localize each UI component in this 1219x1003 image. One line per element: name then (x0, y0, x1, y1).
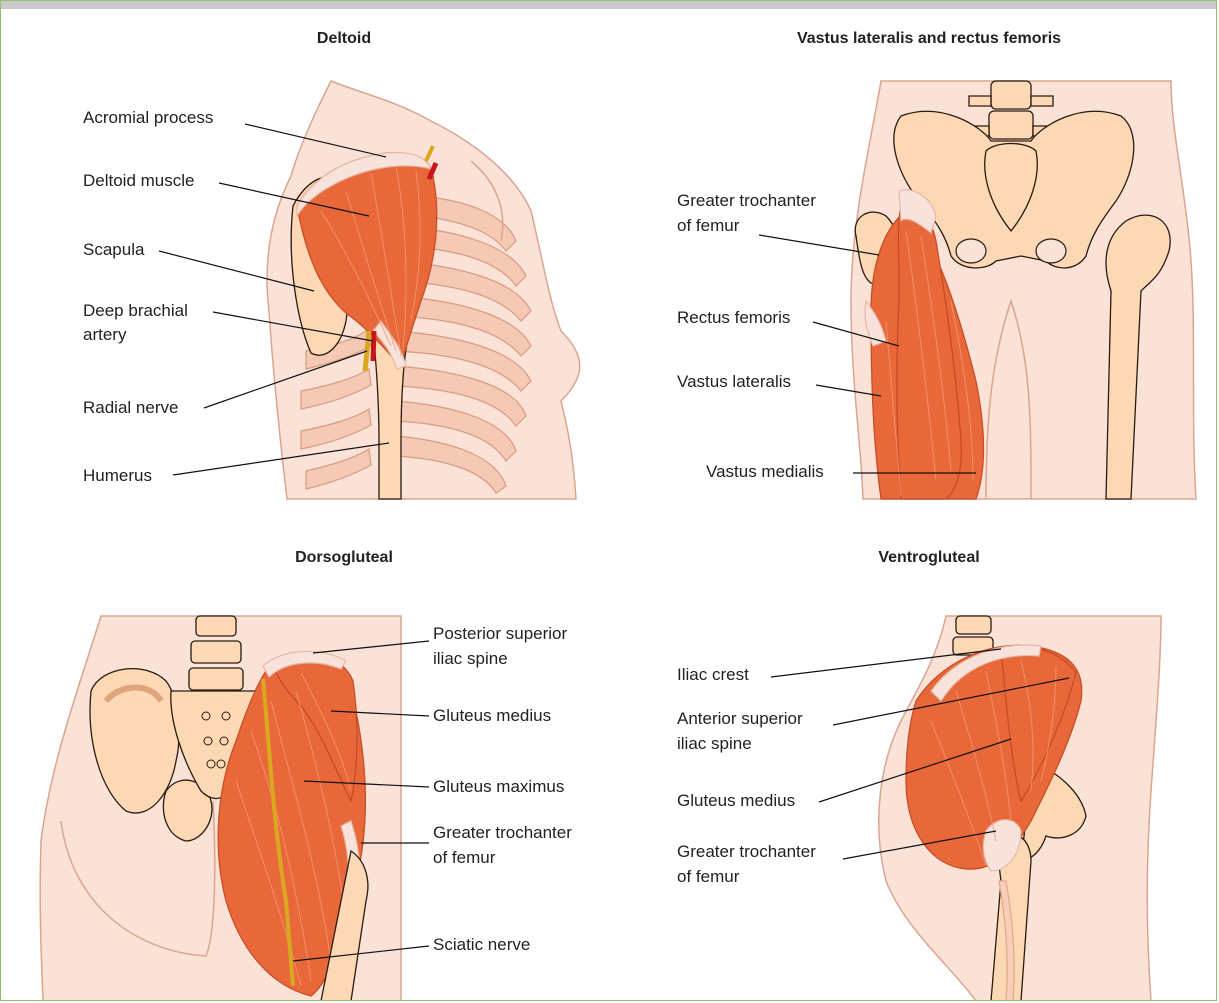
deep-brachial-artery-shape (373, 331, 374, 361)
label-deltoid-muscle: Deltoid muscle (83, 171, 195, 190)
pelvis-illustration (851, 81, 1196, 499)
label-gluteus-medius: Gluteus medius (433, 706, 551, 725)
label-gluteus-maximus: Gluteus maximus (433, 777, 564, 796)
label-dorso-gt-2: of femur (433, 848, 496, 867)
torso-illustration (267, 81, 580, 499)
label-asis-1: Anterior superior (677, 709, 803, 728)
panel-vastus: Vastus lateralis and rectus femoris (677, 30, 1196, 499)
label-asis-2: iliac spine (677, 734, 752, 753)
label-psis-2: iliac spine (433, 649, 508, 668)
label-vastus-medialis: Vastus medialis (706, 462, 824, 481)
panel-deltoid: Deltoid (83, 30, 580, 499)
label-ventro-gluteus-medius: Gluteus medius (677, 791, 795, 810)
label-dorso-gt-1: Greater trochanter (433, 823, 572, 842)
label-gt-2: of femur (677, 216, 740, 235)
label-deep-brachial-1: Deep brachial (83, 301, 188, 320)
label-psis-1: Posterior superior (433, 624, 568, 643)
panel-ventrogluteal: Ventrogluteal (677, 549, 1161, 1001)
panel-title-deltoid: Deltoid (317, 30, 371, 47)
label-deep-brachial-2: artery (83, 325, 127, 344)
label-scapula: Scapula (83, 240, 145, 259)
buttock-illustration (40, 616, 401, 1001)
label-ventro-gt-2: of femur (677, 867, 740, 886)
panel-title-vastus: Vastus lateralis and rectus femoris (797, 30, 1061, 47)
panel-title-dorsogluteal: Dorsogluteal (295, 549, 393, 566)
panel-title-ventrogluteal: Ventrogluteal (878, 549, 979, 566)
label-vastus-lateralis: Vastus lateralis (677, 372, 791, 391)
label-sciatic-nerve: Sciatic nerve (433, 935, 530, 954)
panel-dorsogluteal: Dorsogluteal (40, 549, 572, 1001)
label-rectus-femoris: Rectus femoris (677, 308, 790, 327)
label-iliac-crest: Iliac crest (677, 665, 749, 684)
label-radial-nerve: Radial nerve (83, 398, 178, 417)
label-ventro-gt-1: Greater trochanter (677, 842, 816, 861)
label-humerus: Humerus (83, 466, 152, 485)
label-gt-1: Greater trochanter (677, 191, 816, 210)
hip-illustration (879, 616, 1161, 1001)
label-acromial-process: Acromial process (83, 108, 213, 127)
